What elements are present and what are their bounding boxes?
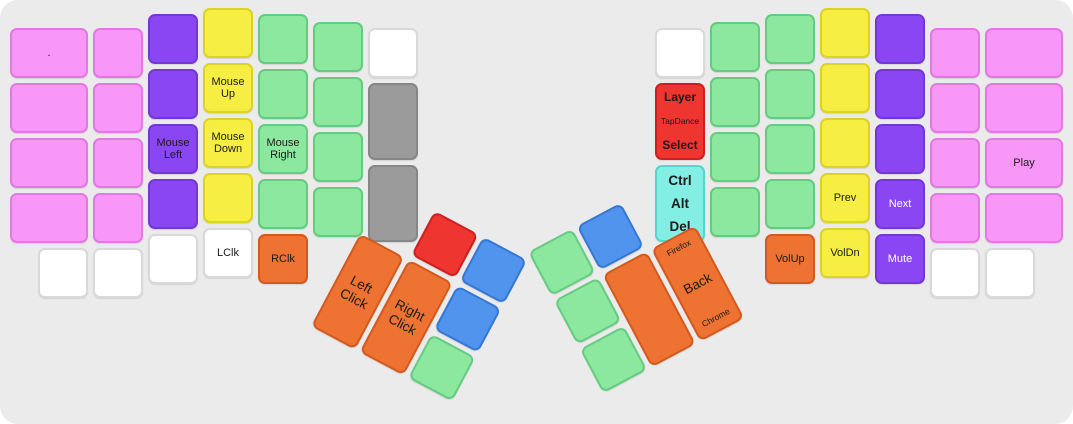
key-r-c3-r1[interactable] xyxy=(875,14,925,64)
key-label: Mute xyxy=(887,252,913,265)
key-r-c5-r2[interactable] xyxy=(765,69,815,119)
key-l-c6-r4[interactable] xyxy=(313,187,363,237)
key-voldn[interactable]: VolDn xyxy=(820,228,870,278)
key-rclk[interactable]: RClk xyxy=(258,234,308,284)
key-label: Mouse xyxy=(266,136,300,149)
key-next[interactable]: Next xyxy=(875,179,925,229)
key-label: Alt xyxy=(671,195,689,211)
key-r-c4-r3[interactable] xyxy=(820,118,870,168)
key-label: Next xyxy=(888,197,912,210)
key-r-c5-r4[interactable] xyxy=(765,179,815,229)
key-l-c6-r2[interactable] xyxy=(313,77,363,127)
key-label: VolDn xyxy=(830,246,860,259)
key-r-c1-r1[interactable] xyxy=(985,28,1063,78)
key-l-c1-r1[interactable]: . xyxy=(10,28,88,78)
key-label: Mouse xyxy=(156,136,190,149)
key-l-c5-r2[interactable] xyxy=(258,69,308,119)
key-l-c1-r3[interactable] xyxy=(10,138,88,188)
key-l-c4-r4[interactable] xyxy=(203,173,253,223)
key-label: Mouse xyxy=(211,75,245,88)
key-l-b3[interactable] xyxy=(148,234,198,284)
key-l-c6-r1[interactable] xyxy=(313,22,363,72)
key-label: Down xyxy=(213,143,243,155)
key-l-c1-r4[interactable] xyxy=(10,193,88,243)
key-l-c6-r3[interactable] xyxy=(313,132,363,182)
key-label: VolUp xyxy=(775,252,805,265)
key-l-c2-r2[interactable] xyxy=(93,83,143,133)
key-label: Up xyxy=(220,88,236,100)
key-label: . xyxy=(47,46,51,59)
key-l-c5-r4[interactable] xyxy=(258,179,308,229)
key-r-c1-r4[interactable] xyxy=(985,193,1063,243)
key-l-c7-tall2[interactable] xyxy=(368,165,418,242)
key-lclk[interactable]: LClk xyxy=(203,228,253,278)
key-l-c7-tall1[interactable] xyxy=(368,83,418,160)
key-label: Layer xyxy=(663,90,697,104)
key-l-c2-r3[interactable] xyxy=(93,138,143,188)
key-r-b2[interactable] xyxy=(930,248,980,298)
key-r-c6-r3[interactable] xyxy=(710,132,760,182)
key-r-c6-r1[interactable] xyxy=(710,22,760,72)
key-r-c3-r2[interactable] xyxy=(875,69,925,119)
key-label: RClk xyxy=(271,252,295,265)
key-l-c7-r1[interactable] xyxy=(368,28,418,78)
key-play[interactable]: Play xyxy=(985,138,1063,188)
key-prev[interactable]: Prev xyxy=(820,173,870,223)
key-r-c2-r3[interactable] xyxy=(930,138,980,188)
key-l-c3-r4[interactable] xyxy=(148,179,198,229)
key-label: Right xyxy=(270,149,296,161)
key-l-c3-r2[interactable] xyxy=(148,69,198,119)
key-label: Play xyxy=(1013,156,1035,169)
key-l-c5-r1[interactable] xyxy=(258,14,308,64)
key-label: Mouse xyxy=(211,130,245,143)
key-l-c2-r4[interactable] xyxy=(93,193,143,243)
key-r-c4-r2[interactable] xyxy=(820,63,870,113)
key-l-c1-r2[interactable] xyxy=(10,83,88,133)
key-label: LClk xyxy=(216,246,239,259)
key-label: Chrome xyxy=(700,306,732,330)
key-l-b1[interactable] xyxy=(38,248,88,298)
key-r-c7-r1[interactable] xyxy=(655,28,705,78)
key-r-c6-r2[interactable] xyxy=(710,77,760,127)
key-volup[interactable]: VolUp xyxy=(765,234,815,284)
key-r-c6-r4[interactable] xyxy=(710,187,760,237)
key-mute[interactable]: Mute xyxy=(875,234,925,284)
key-label: Prev xyxy=(833,191,857,204)
key-l-c3-r1[interactable] xyxy=(148,14,198,64)
key-r-c1-r2[interactable] xyxy=(985,83,1063,133)
key-l-c2-r1[interactable] xyxy=(93,28,143,78)
key-r-c5-r1[interactable] xyxy=(765,14,815,64)
key-label: TapDance xyxy=(660,115,700,126)
key-r-c5-r3[interactable] xyxy=(765,124,815,174)
key-label: Left xyxy=(163,149,183,161)
key-label: Firefox xyxy=(664,237,693,259)
key-l-c4-r1[interactable] xyxy=(203,8,253,58)
key-l-b2[interactable] xyxy=(93,248,143,298)
key-label: Ctrl xyxy=(668,173,692,188)
key-label: Back xyxy=(680,269,715,298)
key-r-c2-r2[interactable] xyxy=(930,83,980,133)
key-r-c3-r3[interactable] xyxy=(875,124,925,174)
key-r-c2-r1[interactable] xyxy=(930,28,980,78)
key-r-b1[interactable] xyxy=(985,248,1035,298)
key-r-c2-r4[interactable] xyxy=(930,193,980,243)
key-r-c4-r1[interactable] xyxy=(820,8,870,58)
key-label: Select xyxy=(662,137,698,152)
